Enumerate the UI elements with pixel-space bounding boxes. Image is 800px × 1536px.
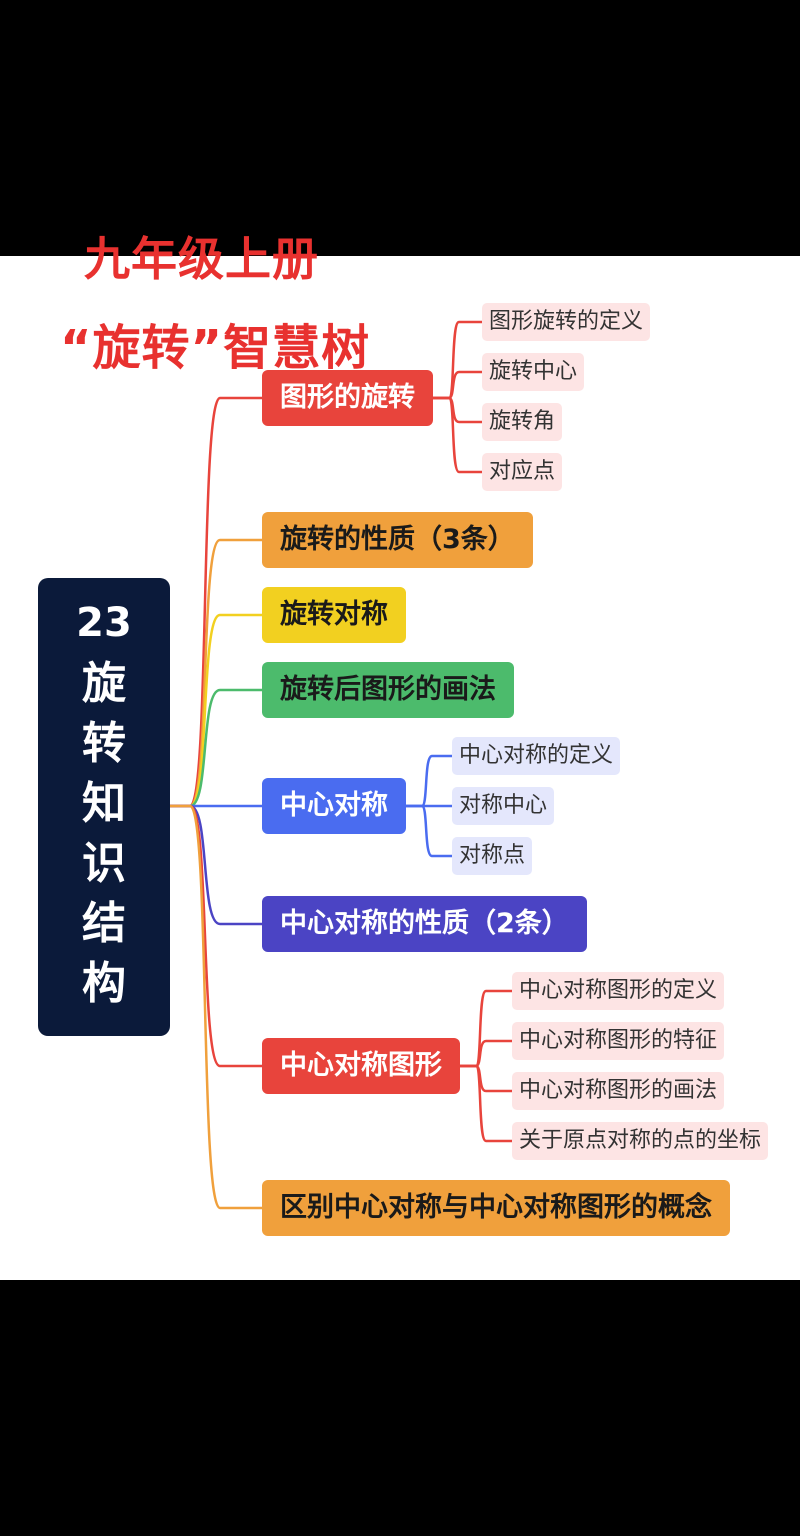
leaf-connector: [406, 804, 452, 858]
leaf-centrosymmetric-drawing: 中心对称图形的画法: [512, 1072, 725, 1110]
leaf-connector: [433, 370, 482, 400]
leaf-connector: [460, 1064, 512, 1093]
root-node: 23 旋 转 知 识 结 构: [38, 578, 170, 1036]
branch-central-symmetry: 中心对称: [262, 778, 406, 834]
leaf-connector: [433, 396, 482, 474]
root-number: 23: [76, 600, 132, 646]
root-char: 结: [82, 898, 126, 949]
title-main: “旋转”智慧树: [60, 320, 371, 376]
branch-rotational-symmetry: 旋转对称: [262, 587, 406, 643]
branch-connector: [170, 804, 262, 1210]
branch-connector: [170, 804, 262, 1068]
leaf-connector: [433, 396, 482, 424]
title-grade: 九年级上册: [84, 232, 319, 286]
branch-figure-rotation: 图形的旋转: [262, 370, 433, 426]
leaf-symmetry-center: 对称中心: [452, 787, 555, 825]
branch-distinguish-concepts: 区别中心对称与中心对称图形的概念: [262, 1180, 730, 1236]
leaf-centrosymmetric-definition: 中心对称图形的定义: [512, 972, 725, 1010]
root-char: 旋: [82, 658, 126, 709]
branch-connector: [170, 538, 262, 808]
root-char: 转: [82, 718, 126, 769]
branch-central-symmetry-properties: 中心对称的性质（2条）: [262, 896, 587, 952]
root-char: 知: [82, 778, 126, 829]
leaf-central-symmetry-definition: 中心对称的定义: [452, 737, 621, 775]
leaf-connector: [433, 320, 482, 400]
leaf-rotation-angle: 旋转角: [482, 403, 563, 441]
leaf-centrosymmetric-features: 中心对称图形的特征: [512, 1022, 725, 1060]
leaf-connector: [460, 1064, 512, 1143]
leaf-symmetric-point: 对称点: [452, 837, 533, 875]
leaf-connector: [406, 754, 452, 808]
leaf-corresponding-point: 对应点: [482, 453, 563, 491]
branch-connector: [170, 804, 262, 926]
leaf-origin-symmetric-coordinates: 关于原点对称的点的坐标: [512, 1122, 769, 1160]
leaf-rotation-center: 旋转中心: [482, 353, 585, 391]
leaf-rotation-definition: 图形旋转的定义: [482, 303, 651, 341]
branch-connector: [170, 396, 262, 808]
leaf-connector: [460, 989, 512, 1068]
root-char: 构: [82, 958, 126, 1009]
branch-centrosymmetric-figure: 中心对称图形: [262, 1038, 460, 1094]
root-char: 识: [82, 838, 126, 889]
branch-connector: [170, 613, 262, 808]
branch-connector: [170, 688, 262, 808]
leaf-connector: [460, 1039, 512, 1068]
branch-rotation-drawing: 旋转后图形的画法: [262, 662, 514, 718]
branch-rotation-properties: 旋转的性质（3条）: [262, 512, 533, 568]
